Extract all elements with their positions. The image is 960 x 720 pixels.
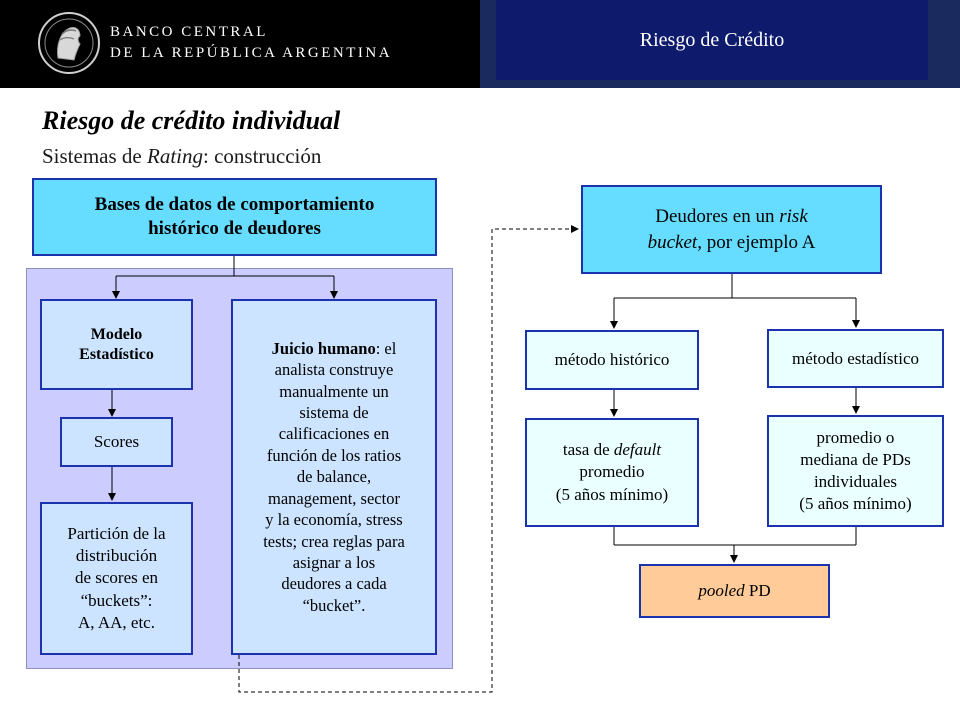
tasa-default-box: tasa de default promedio (5 años mínimo) [525, 418, 699, 527]
bank-logo-icon [36, 10, 102, 76]
slide-subtitle: Sistemas de Rating: construcción [42, 144, 322, 168]
metodo-estadistico-box: método estadístico [767, 329, 944, 388]
bank-name-line1: BANCO CENTRAL [110, 24, 268, 40]
scores-box: Scores [60, 417, 173, 467]
slide-title: Riesgo de crédito individual [42, 106, 341, 135]
promedio-mediana-box: promedio o mediana de PDs individuales (… [767, 415, 944, 527]
particion-box: Partición de la distribución de scores e… [40, 502, 193, 655]
deudores-box: Deudores en un risk bucket, por ejemplo … [581, 185, 882, 274]
bank-name-line2: DE LA REPÚBLICA ARGENTINA [110, 45, 393, 61]
juicio-humano-box: Juicio humano: el analista construye man… [231, 299, 437, 655]
section-title: Riesgo de Crédito [496, 0, 928, 80]
metodo-historico-box: método histórico [525, 330, 699, 390]
pooled-pd-box: pooled PD [639, 564, 830, 618]
